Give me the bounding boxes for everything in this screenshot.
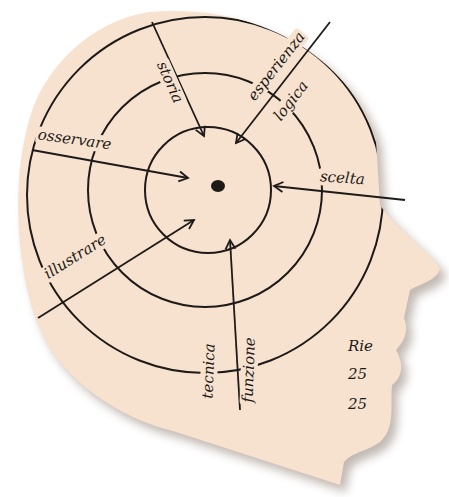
handwritten-label: Rie xyxy=(346,338,375,355)
concentric-circles xyxy=(27,17,383,373)
handwritten-label: 25 xyxy=(346,396,369,413)
handwritten-label: scelta xyxy=(317,168,367,188)
handwritten-label: tecnica xyxy=(200,341,219,401)
handwritten-label: 25 xyxy=(346,366,369,383)
center-dot xyxy=(211,180,225,192)
handwritten-label: funzione xyxy=(240,335,259,405)
head-silhouette xyxy=(18,11,440,485)
arrows xyxy=(32,22,405,410)
